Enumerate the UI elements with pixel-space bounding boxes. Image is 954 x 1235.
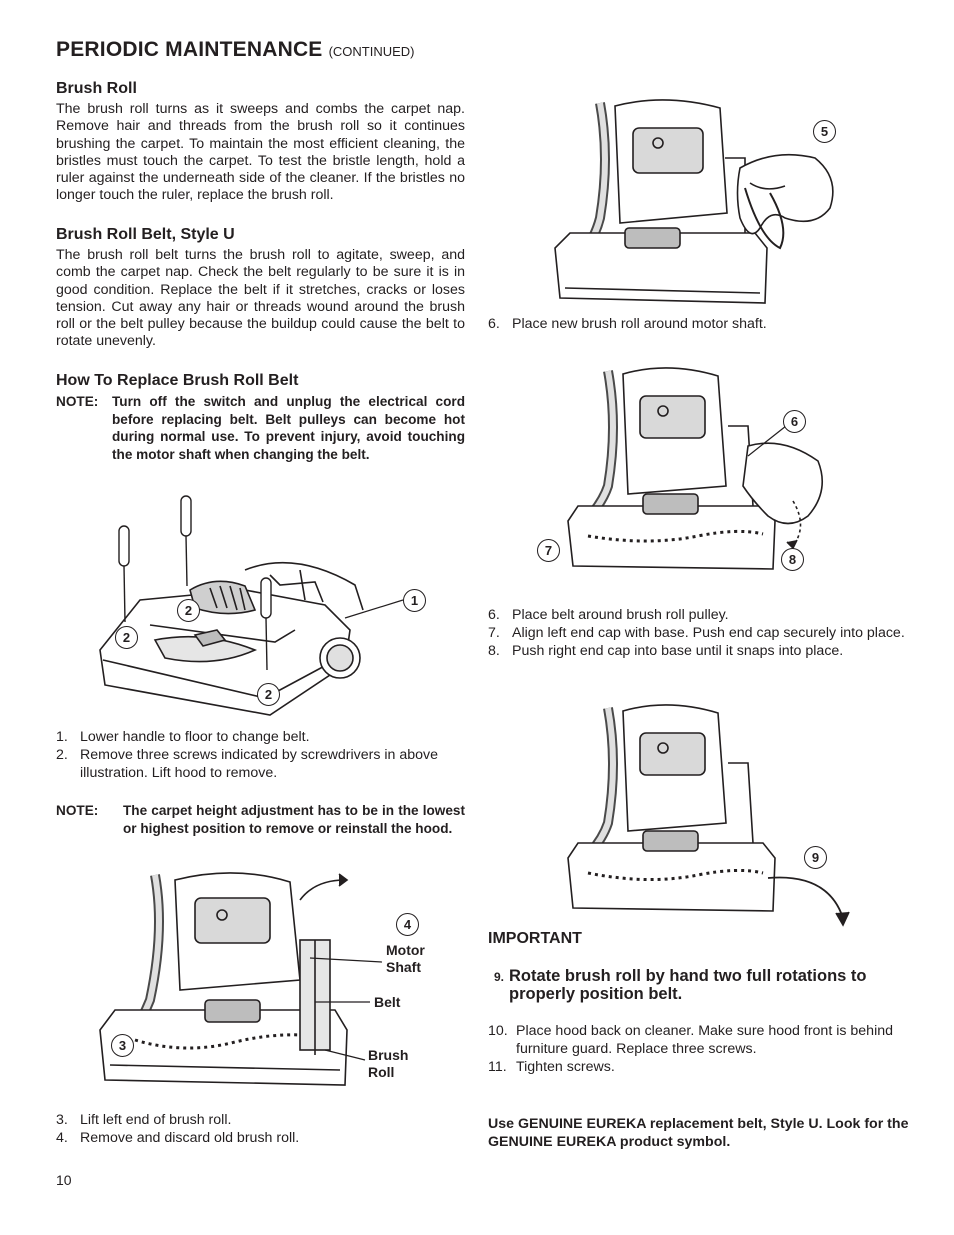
note2-label: NOTE: [56,803,99,818]
title-suffix: (CONTINUED) [328,44,415,59]
list-item: 1.Lower handle to floor to change belt. [56,729,310,745]
hood-note: NOTE: The carpet height adjustment has t… [56,802,465,858]
safety-note: NOTE: Turn off the switch and unplug the… [56,393,465,465]
steps-list-c: 6.Place belt around brush roll pulley. 7… [488,606,908,660]
page-number: 10 [56,1172,72,1188]
callout-6: 6 [783,410,806,433]
callout-7: 7 [537,539,560,562]
callout-2-top: 2 [177,599,200,622]
important-step: 9. Rotate brush roll by hand two full ro… [494,967,904,1003]
note2-text: The carpet height adjustment has to be i… [123,803,465,836]
list-item: 6.Place new brush roll around motor shaf… [488,316,767,332]
callout-2-bottom: 2 [257,683,280,706]
important-step-text: Rotate brush roll by hand two full rotat… [509,967,867,1003]
note-label: NOTE: [56,394,99,409]
note-text: Turn off the switch and unplug the elect… [112,394,465,462]
figure-hood-screws [99,495,404,716]
important-step-num: 9. [494,970,505,984]
step-list-fig3: 6.Place new brush roll around motor shaf… [488,315,908,333]
label-belt: Belt [374,994,401,1010]
callout-3: 3 [111,1034,134,1057]
figure-place-brush-roll [554,99,834,304]
page-title: PERIODIC MAINTENANCE (CONTINUED) [56,38,415,62]
callout-9: 9 [804,846,827,869]
list-item: 3.Lift left end of brush roll. [56,1112,232,1128]
belt-style-heading: Brush Roll Belt, Style U [56,226,235,243]
figure-rotate-brush-roll [567,704,850,927]
steps-list-b: 3.Lift left end of brush roll. 4.Remove … [56,1111,476,1147]
label-brush-roll: Brush Roll [368,1047,409,1080]
brush-roll-heading: Brush Roll [56,80,137,97]
callout-4: 4 [396,913,419,936]
list-item: 6.Place belt around brush roll pulley. [488,607,729,623]
callout-5: 5 [813,120,836,143]
list-item: 7.Align left end cap with base. Push end… [488,625,905,641]
callout-2-left: 2 [115,626,138,649]
title-main: PERIODIC MAINTENANCE [56,38,323,61]
brush-roll-text: The brush roll turns as it sweeps and co… [56,101,465,204]
figure-brush-roll-removal [99,872,383,1086]
important-heading: IMPORTANT [488,930,582,947]
label-motor-shaft: Motor Shaft [386,942,425,975]
callout-1: 1 [403,589,426,612]
callout-8: 8 [781,548,804,571]
list-item: 4.Remove and discard old brush roll. [56,1130,300,1146]
how-to-heading: How To Replace Brush Roll Belt [56,372,299,389]
steps-list-a: 1.Lower handle to floor to change belt. … [56,728,476,782]
belt-style-text: The brush roll belt turns the brush roll… [56,247,465,350]
genuine-eureka-note: Use GENUINE EUREKA replacement belt, Sty… [488,1116,909,1150]
list-item: 11.Tighten screws. [488,1059,615,1075]
list-item: 8.Push right end cap into base until it … [488,643,844,659]
list-item: 2.Remove three screws indicated by screw… [56,747,438,781]
list-item: 10.Place hood back on cleaner. Make sure… [488,1023,894,1057]
figure-belt-pulley [567,367,824,570]
steps-list-d: 10.Place hood back on cleaner. Make sure… [488,1022,908,1076]
